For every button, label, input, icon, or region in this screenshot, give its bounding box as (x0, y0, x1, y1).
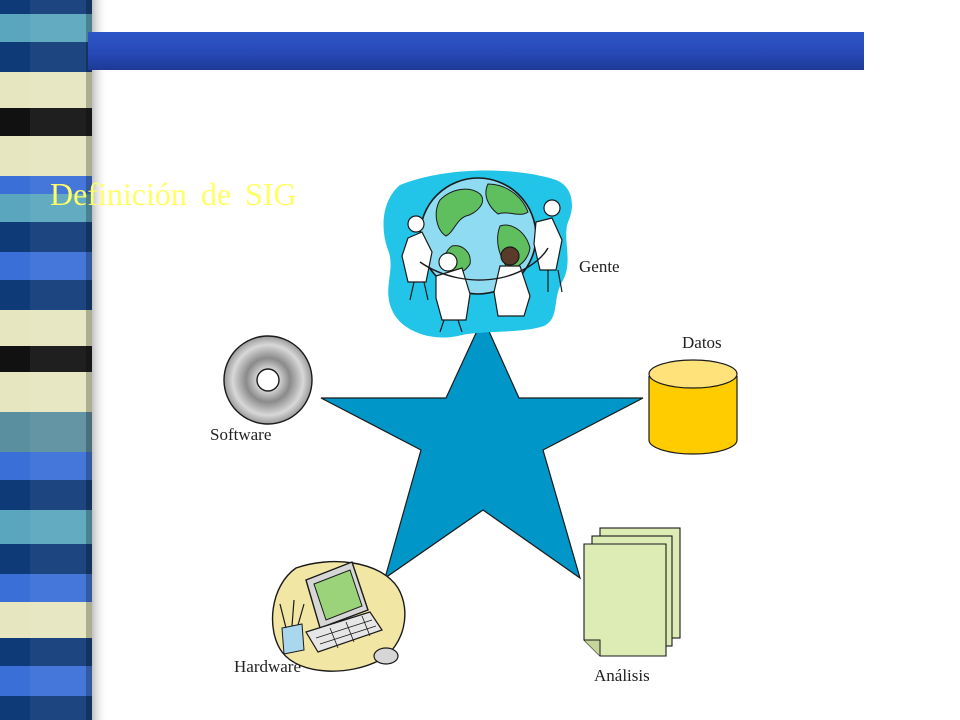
label-hardware: Hardware (234, 657, 302, 676)
computer-icon (271, 560, 406, 672)
disc-icon (223, 335, 313, 425)
label-gente: Gente (579, 257, 620, 276)
label-software: Software (210, 425, 272, 444)
left-stripe-decoration (0, 0, 108, 720)
globe-people-icon (383, 170, 572, 338)
slide-title: Definición de SIG (50, 176, 297, 212)
database-cylinder-icon (648, 359, 738, 455)
center-star (320, 316, 644, 580)
documents-stack-icon (583, 527, 681, 657)
label-datos: Datos (682, 333, 722, 352)
label-analisis: Análisis (594, 666, 650, 685)
header-bar (88, 32, 864, 70)
